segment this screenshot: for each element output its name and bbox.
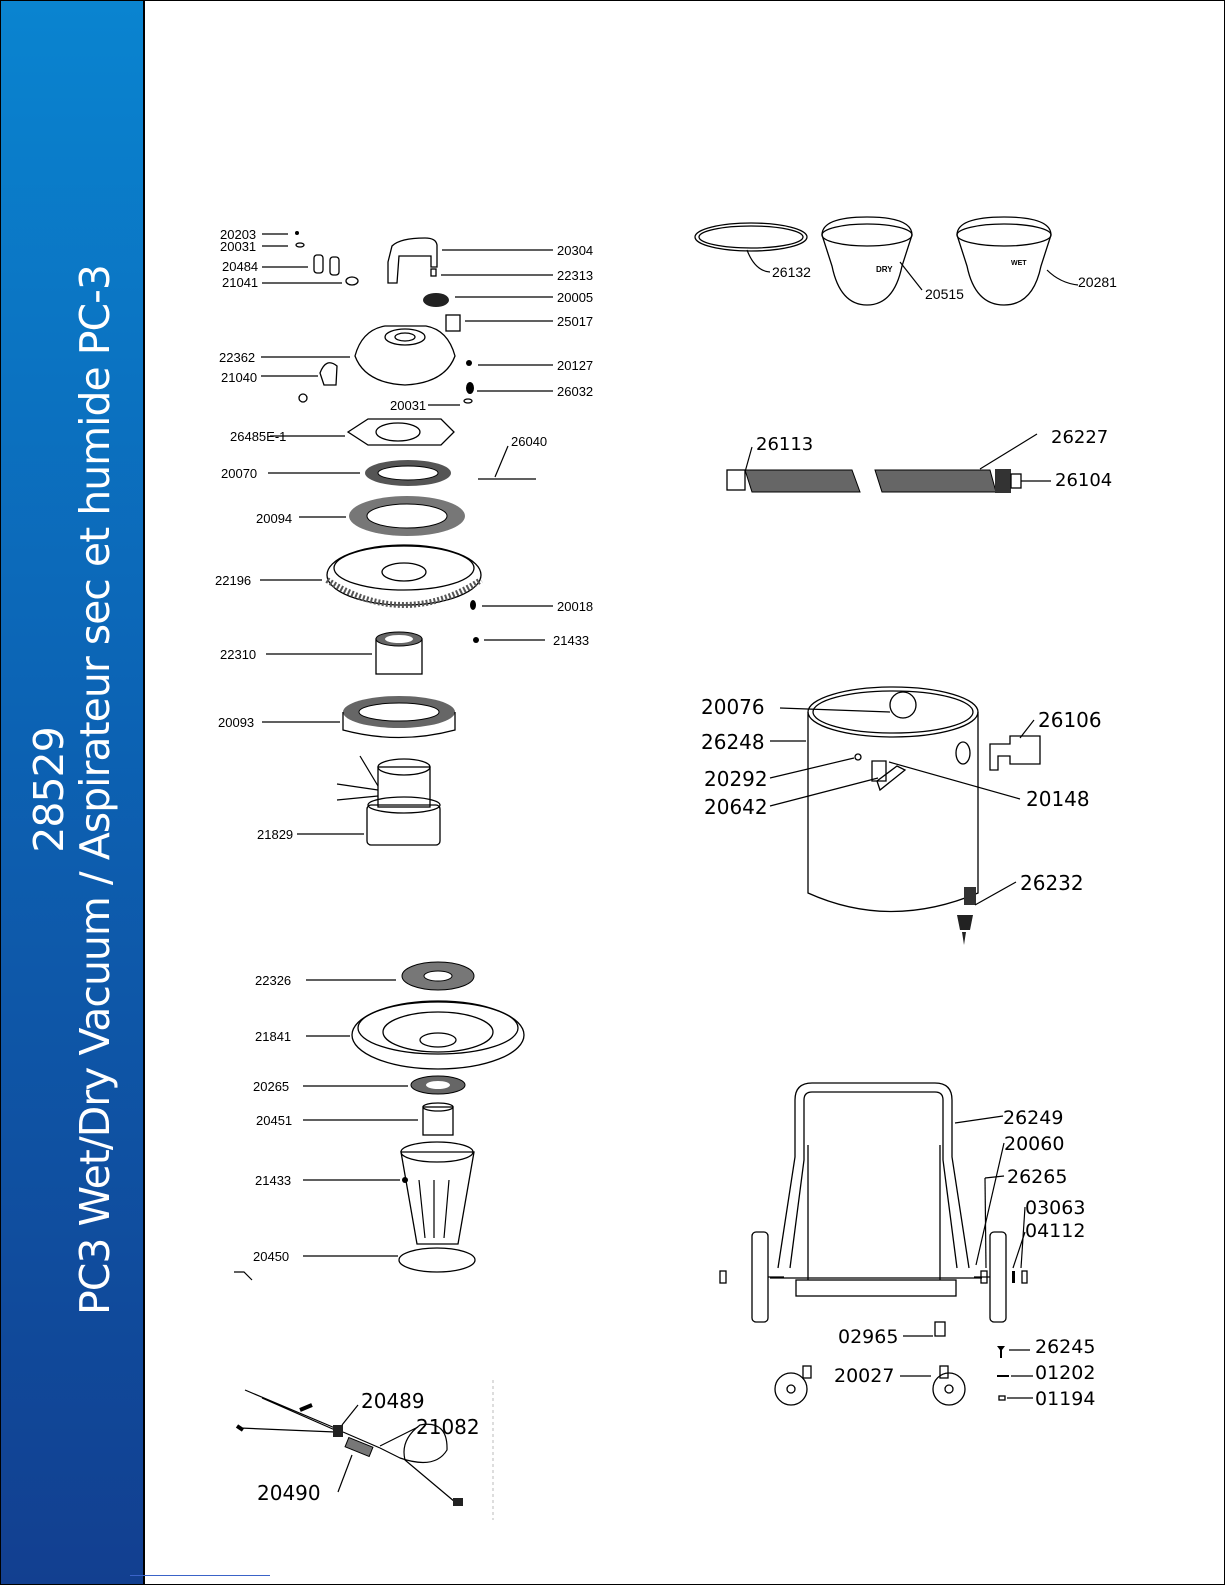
part-number-label: 20060 xyxy=(1004,1133,1064,1155)
part-number-label: 21841 xyxy=(255,1029,291,1044)
part-number-label: 20070 xyxy=(221,466,257,481)
sidebar-banner: 28529 PC3 Wet/Dry Vacuum / Aspirateur se… xyxy=(0,0,145,1585)
part-number-label: 20304 xyxy=(557,243,593,258)
part-number-label: 20018 xyxy=(557,599,593,614)
cart-callout-lines xyxy=(900,1115,1033,1399)
part-number-label: 01194 xyxy=(1035,1388,1095,1410)
part-number-label: 26104 xyxy=(1055,470,1112,491)
part-number-label: 22326 xyxy=(255,973,291,988)
motor-head-assembly xyxy=(295,231,536,846)
part-number-label: 26106 xyxy=(1038,708,1102,732)
part-number-label: 02965 xyxy=(838,1326,898,1348)
power-cord-labels: 20489 21082 20490 xyxy=(257,1389,480,1505)
part-number-label: 26132 xyxy=(772,264,811,280)
part-number-label: 21433 xyxy=(553,633,589,648)
part-number-label: 20005 xyxy=(557,290,593,305)
float-cage-assembly xyxy=(234,961,525,1281)
motor-head-callout-lines xyxy=(260,233,553,835)
part-number-label: 26265 xyxy=(1007,1166,1067,1188)
tank-assembly xyxy=(807,686,1041,945)
motor-head-labels: 20203 20031 20484 21041 20304 22313 2000… xyxy=(215,227,593,842)
part-number-label: 20642 xyxy=(704,795,768,819)
part-number-label: 22362 xyxy=(219,350,255,365)
part-number-label: 26113 xyxy=(756,434,813,455)
hose-assembly xyxy=(726,433,1051,493)
hose-labels: 26113 26227 26104 xyxy=(756,427,1112,491)
part-number-label: 21829 xyxy=(257,827,293,842)
part-number-label: 21433 xyxy=(255,1173,291,1188)
part-number-label: 04112 xyxy=(1025,1220,1085,1242)
part-number-label: 20292 xyxy=(704,767,768,791)
wet-filter-tag: WET xyxy=(1011,260,1027,267)
part-number-label: 22310 xyxy=(220,647,256,662)
tank-callout-lines xyxy=(769,707,1035,906)
part-number-label: 21041 xyxy=(222,275,258,290)
part-number-label: 26245 xyxy=(1035,1336,1095,1358)
part-number-label: 20127 xyxy=(557,358,593,373)
part-number-label: 25017 xyxy=(557,314,593,329)
float-labels: 22326 21841 20265 20451 21433 20450 xyxy=(253,973,292,1264)
power-cord-callout-lines xyxy=(337,1404,419,1493)
filter-assembly: DRY WET xyxy=(694,216,1079,306)
part-number-label: 01202 xyxy=(1035,1362,1095,1384)
part-number-label: 20515 xyxy=(925,286,964,302)
part-number-label: 26227 xyxy=(1051,427,1108,448)
part-number-label: 03063 xyxy=(1025,1197,1085,1219)
part-number-label: 20094 xyxy=(256,511,292,526)
part-number-label: 26248 xyxy=(701,730,765,754)
part-number-label: 20265 xyxy=(253,1079,289,1094)
part-number-label: 21040 xyxy=(221,370,257,385)
power-cord-assembly xyxy=(235,1380,494,1520)
part-number-label: 20031 xyxy=(390,398,426,413)
float-callout-lines xyxy=(303,979,418,1257)
dry-filter-tag: DRY xyxy=(876,265,893,274)
part-number-label: 20281 xyxy=(1078,274,1117,290)
cart-labels: 26249 20060 26265 03063 04112 02965 2624… xyxy=(834,1107,1095,1410)
part-number-label: 20484 xyxy=(222,259,258,274)
footer-rule xyxy=(130,1575,270,1576)
part-number-label: 20027 xyxy=(834,1365,894,1387)
part-number-label: 26040 xyxy=(511,434,547,449)
part-number-label: 20490 xyxy=(257,1481,321,1505)
part-number-label: 26232 xyxy=(1020,871,1084,895)
filter-labels: 26132 20515 20281 xyxy=(772,264,1117,302)
part-number-label: 21082 xyxy=(416,1415,480,1439)
part-number-label: 20148 xyxy=(1026,787,1090,811)
part-number-label: 20450 xyxy=(253,1249,289,1264)
part-number-label: 20451 xyxy=(256,1113,292,1128)
cart-assembly xyxy=(719,1082,1028,1406)
part-number-label: 22313 xyxy=(557,268,593,283)
part-number-label: 20203 xyxy=(220,227,256,242)
part-number-label: 20489 xyxy=(361,1389,425,1413)
tank-labels: 20076 26248 20292 20642 26106 20148 2623… xyxy=(701,695,1102,895)
part-number-label: 20076 xyxy=(701,695,765,719)
part-number-label: 26032 xyxy=(557,384,593,399)
part-number-label: 20093 xyxy=(218,715,254,730)
part-number-label: 20031 xyxy=(220,239,256,254)
part-number-label: 26485E-1 xyxy=(230,429,286,444)
part-number-label: 26249 xyxy=(1003,1107,1063,1129)
part-number-label: 22196 xyxy=(215,573,251,588)
